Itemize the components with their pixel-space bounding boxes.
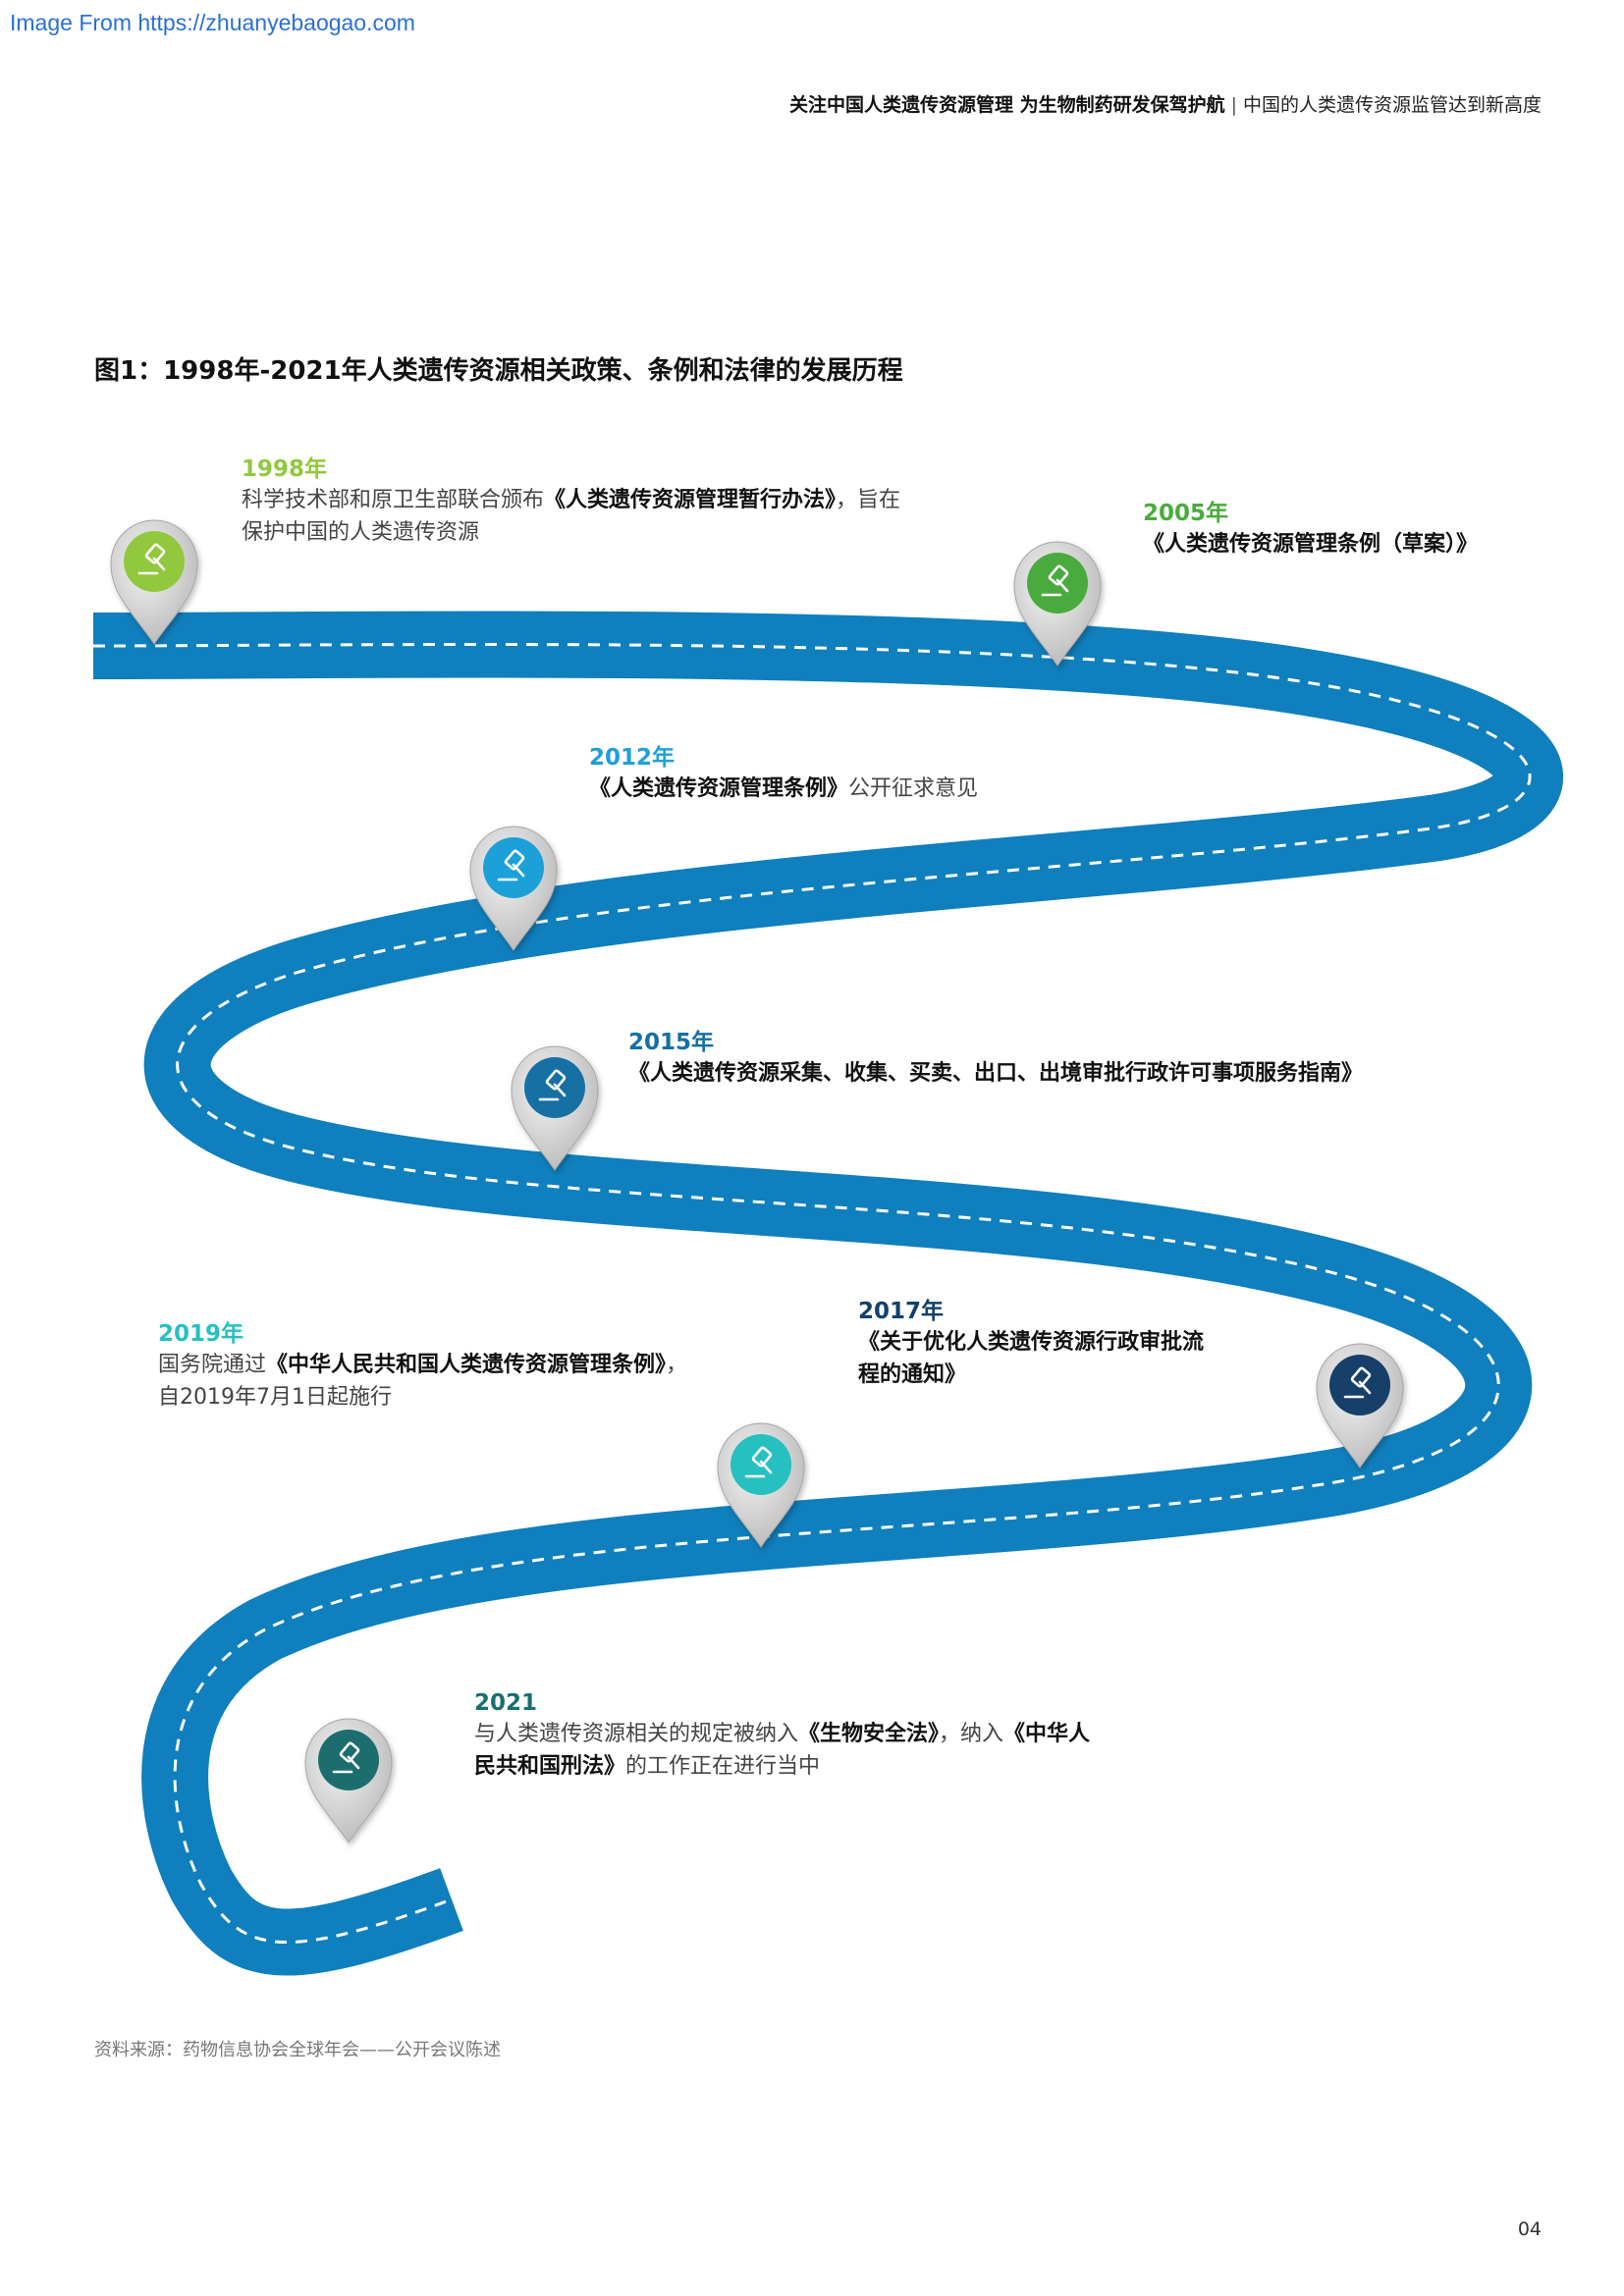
source-note: 资料来源：药物信息协会全球年会——公开会议陈述: [94, 2040, 501, 2060]
milestone-2017: 2017年 《关于优化人类遗传资源行政审批流程的通知》: [858, 1297, 1290, 1391]
page-header: 关注中国人类遗传资源管理 为生物制药研发保驾护航|中国的人类遗传资源监管达到新高…: [789, 90, 1542, 117]
milestone-year: 2012年: [589, 745, 676, 771]
pin-2005: [1013, 541, 1102, 667]
road-center-dash: [92, 642, 1532, 1945]
desc-text: 保护中国的人类遗传资源: [242, 520, 480, 545]
pin-2017: [1316, 1343, 1404, 1468]
milestone-1998: 1998年 科学技术部和原卫生部联合颁布《人类遗传资源管理暂行办法》，旨在保护中…: [242, 454, 1007, 549]
milestone-2015: 2015年 《人类遗传资源采集、收集、买卖、出口、出境审批行政许可事项服务指南》: [628, 1028, 1512, 1090]
document-name: 《人类遗传资源管理条例》: [589, 776, 849, 801]
source-watermark: Image From https://zhuanyebaogao.com: [10, 10, 415, 35]
milestone-2012: 2012年 《人类遗传资源管理条例》公开征求意见: [589, 743, 1276, 805]
desc-text: 自2019年7月1日起施行: [158, 1385, 392, 1410]
milestone-year: 2015年: [628, 1030, 715, 1055]
milestone-year: 1998年: [242, 456, 328, 482]
milestone-description: 《人类遗传资源管理条例》公开征求意见: [589, 773, 1276, 805]
document-name: 程的通知》: [858, 1362, 967, 1387]
document-name: 《人类遗传资源管理条例（草案）》: [1143, 532, 1479, 557]
figure-title: 图1：1998年-2021年人类遗传资源相关政策、条例和法律的发展历程: [94, 356, 903, 386]
gavel-icon: [1343, 1366, 1372, 1399]
desc-text: ，旨在: [836, 488, 901, 512]
milestone-year: 2005年: [1143, 501, 1229, 526]
desc-text: 国务院通过: [158, 1353, 267, 1377]
page-number: 04: [1517, 2218, 1542, 2240]
milestone-2005: 2005年 《人类遗传资源管理条例（草案）》: [1143, 499, 1595, 561]
gavel-icon: [744, 1446, 773, 1478]
header-report-title: 关注中国人类遗传资源管理 为生物制药研发保驾护航: [788, 94, 1225, 116]
milestone-description: 《人类遗传资源管理条例（草案）》: [1143, 528, 1595, 561]
pin-2019: [717, 1422, 805, 1548]
milestone-description: 与人类遗传资源相关的规定被纳入《生物安全法》，纳入《中华人民共和国刑法》的工作正…: [474, 1718, 1181, 1783]
milestone-year: 2019年: [158, 1321, 244, 1347]
milestone-2021: 2021 与人类遗传资源相关的规定被纳入《生物安全法》，纳入《中华人民共和国刑法…: [474, 1688, 1181, 1783]
desc-text: 科学技术部和原卫生部联合颁布: [242, 488, 545, 512]
document-name: 《中华人: [1003, 1722, 1091, 1746]
document-name: 《人类遗传资源采集、收集、买卖、出口、出境审批行政许可事项服务指南》: [628, 1061, 1364, 1086]
gavel-icon: [497, 849, 525, 881]
gavel-icon: [1041, 564, 1069, 597]
milestone-2019: 2019年 国务院通过《中华人民共和国人类遗传资源管理条例》， 自2019年7月1…: [158, 1319, 767, 1414]
milestone-description: 《人类遗传资源采集、收集、买卖、出口、出境审批行政许可事项服务指南》: [628, 1057, 1512, 1090]
gavel-icon: [538, 1069, 567, 1101]
desc-text: ，纳入: [939, 1722, 1004, 1746]
milestone-description: 科学技术部和原卫生部联合颁布《人类遗传资源管理暂行办法》，旨在保护中国的人类遗传…: [242, 484, 1007, 549]
gavel-icon: [332, 1741, 360, 1774]
pin-2012: [469, 826, 558, 951]
gavel-icon: [137, 543, 166, 575]
milestone-year: 2021: [474, 1690, 538, 1716]
pin-2015: [511, 1045, 599, 1171]
desc-text: ，: [666, 1353, 688, 1377]
header-section-title: 中国的人类遗传资源监管达到新高度: [1242, 94, 1542, 116]
document-name: 《中华人民共和国人类遗传资源管理条例》: [266, 1353, 667, 1377]
milestone-description: 国务院通过《中华人民共和国人类遗传资源管理条例》， 自2019年7月1日起施行: [158, 1349, 767, 1414]
milestone-year: 2017年: [858, 1299, 945, 1324]
document-name: 《人类遗传资源管理暂行办法》: [544, 488, 837, 512]
document-name: 民共和国刑法》: [474, 1754, 626, 1779]
pin-2021: [304, 1718, 393, 1843]
pin-1998: [110, 519, 198, 645]
desc-text: 公开征求意见: [848, 776, 979, 801]
document-name: 《生物安全法》: [798, 1722, 940, 1746]
document-name: 《关于优化人类遗传资源行政审批流: [858, 1330, 1205, 1355]
milestone-description: 《关于优化人类遗传资源行政审批流程的通知》: [858, 1326, 1290, 1391]
desc-text: 的工作正在进行当中: [625, 1754, 821, 1779]
header-separator: |: [1230, 94, 1237, 116]
desc-text: 与人类遗传资源相关的规定被纳入: [474, 1722, 799, 1746]
